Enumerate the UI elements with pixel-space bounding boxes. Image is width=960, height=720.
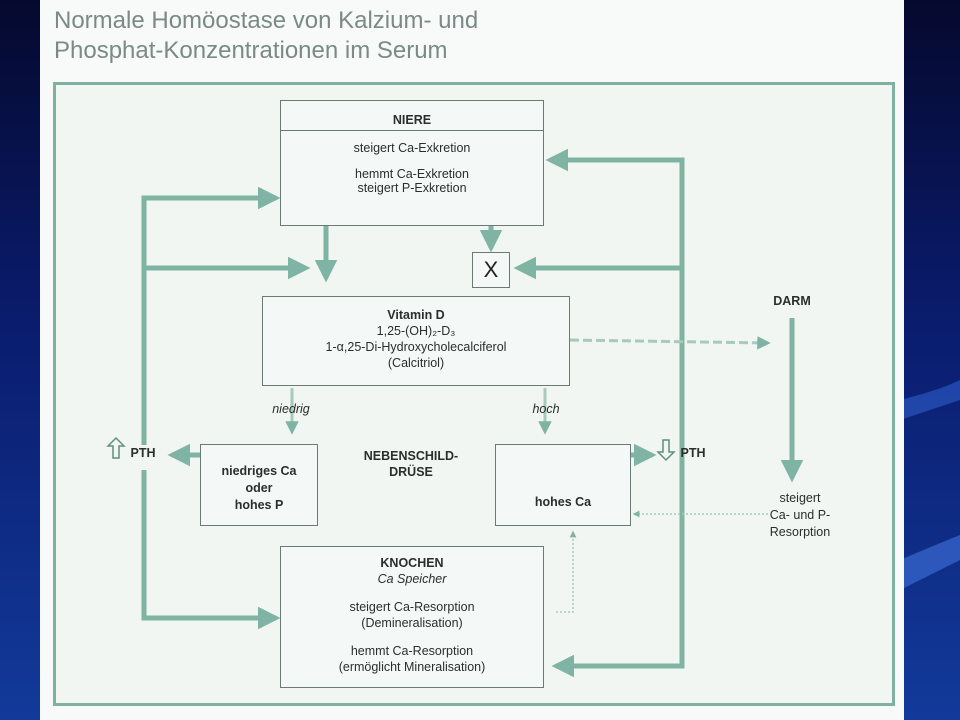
thin-arrows: [285, 336, 771, 435]
high-box-line-1: hohes Ca: [534, 495, 592, 509]
background-decoration: [900, 0, 960, 720]
title-line-1: Normale Homöostase von Kalzium- und: [54, 7, 479, 34]
high-ca-box: hohes Ca: [495, 444, 631, 526]
niere-header: NIERE: [281, 101, 543, 131]
darm-label: DARM: [773, 294, 811, 308]
knochen-line-4: (ermöglicht Mineralisation): [338, 660, 486, 674]
arrow-vitamind-to-darm: [569, 336, 771, 350]
darm-line-1: steigert: [779, 491, 821, 505]
nebenschilddruese-label: NEBENSCHILD- DRÜSE: [336, 448, 486, 480]
vitamin-d-line-2: 1-α,25-Di-Hydroxycholecalciferol: [325, 340, 507, 354]
title-line-2: Phosphat-Konzentrationen im Serum: [54, 37, 448, 64]
niere-line-3: steigert P-Exkretion: [357, 181, 467, 195]
niere-box: NIERE steigert Ca-Exkretion hemmt Ca-Exk…: [280, 100, 544, 226]
nebenschild-line-1: NEBENSCHILD-: [363, 449, 459, 463]
arrow-pth-to-niere: [141, 186, 281, 445]
niere-line-2: hemmt Ca-Exkretion: [355, 167, 469, 181]
dotted-arrows: [556, 510, 768, 613]
arrow-knochen-to-high: [556, 530, 577, 613]
knochen-box: KNOCHEN Ca Speicher steigert Ca-Resorpti…: [280, 546, 544, 688]
hoch-label: hoch: [532, 402, 560, 416]
arrow-pth-down-to-niere: [545, 148, 685, 445]
knochen-line-1: steigert Ca-Resorption: [349, 600, 475, 614]
knochen-header: KNOCHEN: [380, 556, 444, 570]
low-ca-box: niedriges Ca oder hohes P: [200, 444, 318, 526]
low-box-line-2: oder: [245, 481, 273, 495]
nebenschild-line-2: DRÜSE: [389, 465, 433, 479]
arrow-layer: [106, 148, 804, 678]
darm-line-2: Ca- und P-: [769, 508, 831, 522]
niere-line-1: steigert Ca-Exkretion: [353, 141, 471, 155]
knochen-line-2: (Demineralisation): [361, 616, 463, 630]
swoosh-decoration: [900, 380, 960, 590]
slide: Normale Homöostase von Kalzium- und Phos…: [40, 0, 904, 720]
pth-icons: [106, 436, 676, 462]
pth-down-label: PTH: [680, 446, 706, 460]
vitamin-d-box: Vitamin D 1,25-(OH)₂-D₃ 1-α,25-Di-Hydrox…: [262, 296, 570, 386]
slide-title: Normale Homöostase von Kalzium- und Phos…: [54, 6, 754, 66]
darm-line-3: Resorption: [769, 525, 831, 539]
vitamin-d-header: Vitamin D: [387, 308, 445, 322]
low-box-line-3: hohes P: [234, 498, 284, 512]
darm-text: steigert Ca- und P- Resorption: [740, 490, 860, 541]
niedrig-label: niedrig: [272, 402, 310, 416]
vitamin-d-line-1: 1,25-(OH)₂-D₃: [376, 324, 456, 338]
arrow-down-icon: [656, 439, 676, 462]
arrow-pth-down-to-knochen: [551, 445, 685, 678]
low-box-line-1: niedriges Ca: [221, 464, 297, 478]
vitamin-d-line-3: (Calcitriol): [387, 356, 445, 370]
knochen-sub: Ca Speicher: [377, 572, 447, 586]
pth-up-label: PTH: [130, 446, 156, 460]
arrow-pth-up-to-knochen: [141, 470, 281, 630]
arrow-up-icon: [106, 436, 126, 459]
knochen-line-3: hemmt Ca-Resorption: [350, 644, 474, 658]
x-box: X: [472, 252, 510, 288]
